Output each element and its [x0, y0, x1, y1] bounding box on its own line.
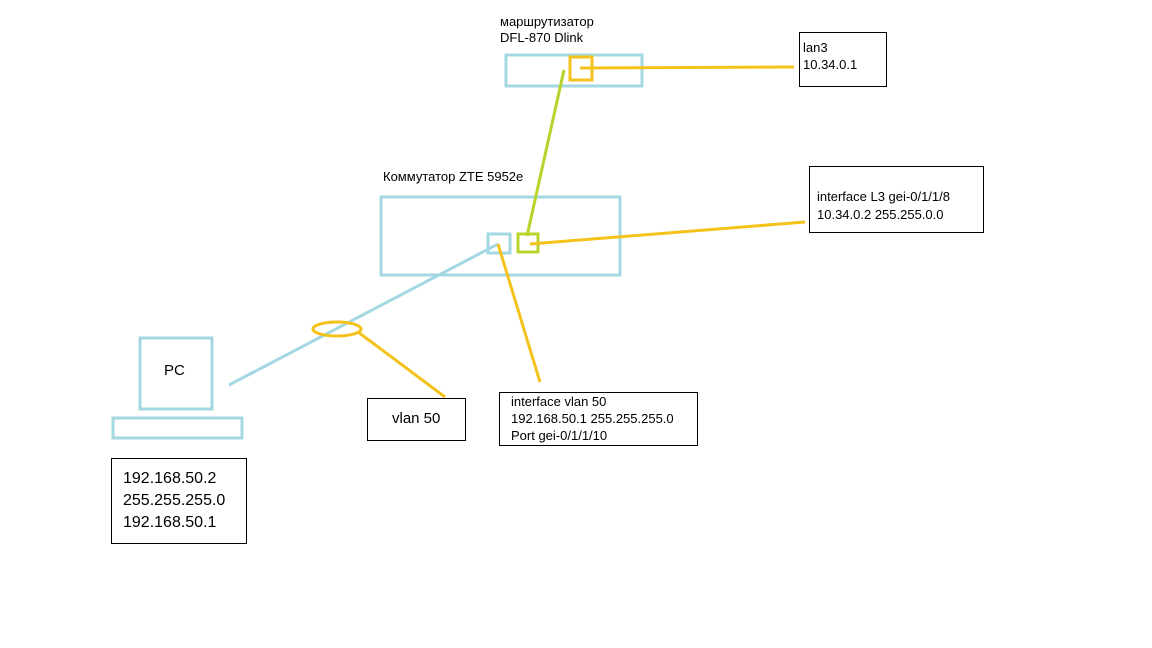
vlan-marker-ellipse — [311, 320, 363, 338]
vlan-label: vlan 50 — [392, 410, 441, 427]
lan3-name: lan3 — [803, 40, 828, 55]
link-vlan-marker-to-label — [357, 330, 446, 399]
l3-interface-name: interface L3 gei-0/1/1/8 — [817, 189, 950, 204]
switch-title: Коммутатор ZTE 5952e — [383, 169, 524, 184]
pc-label: PC — [164, 362, 185, 379]
lan3-ip: 10.34.0.1 — [803, 57, 858, 72]
link-switch-to-pc — [228, 242, 499, 387]
vlan-interface-name: interface vlan 50 — [511, 394, 607, 409]
router-title-line2: DFL-870 Dlink — [500, 30, 584, 45]
l3-interface-box: interface L3 gei-0/1/1/8 10.34.0.2 255.2… — [809, 166, 984, 233]
pc-keyboard — [111, 416, 244, 440]
router-device — [504, 53, 644, 88]
vlan-label-box: vlan 50 — [367, 398, 466, 441]
link-uplink-to-l3-label — [529, 220, 806, 246]
router-title: маршрутизатор DFL-870 Dlink — [500, 14, 594, 46]
vlan-interface-box: interface vlan 50 192.168.50.1 255.255.2… — [499, 392, 698, 446]
vlan-interface-ip: 192.168.50.1 255.255.255.0 — [511, 411, 674, 426]
pc-config-box: 192.168.50.2 255.255.255.0 192.168.50.1 — [111, 458, 247, 544]
switch-port-access — [486, 232, 512, 255]
pc-gateway: 192.168.50.1 — [123, 514, 217, 531]
link-router-to-lan3-label — [579, 65, 795, 70]
vlan-interface-port: Port gei-0/1/1/10 — [511, 428, 608, 443]
pc-mask: 255.255.255.0 — [123, 492, 226, 509]
switch-device — [379, 195, 622, 277]
lan3-label-box: lan3 10.34.0.1 — [799, 32, 887, 87]
link-access-port-to-vlan-label — [496, 243, 542, 383]
router-title-line1: маршрутизатор — [500, 14, 594, 29]
pc-ip: 192.168.50.2 — [123, 470, 217, 487]
l3-interface-ip: 10.34.0.2 255.255.0.0 — [817, 207, 944, 222]
pc-monitor — [138, 336, 214, 411]
link-router-to-switch — [525, 69, 566, 237]
